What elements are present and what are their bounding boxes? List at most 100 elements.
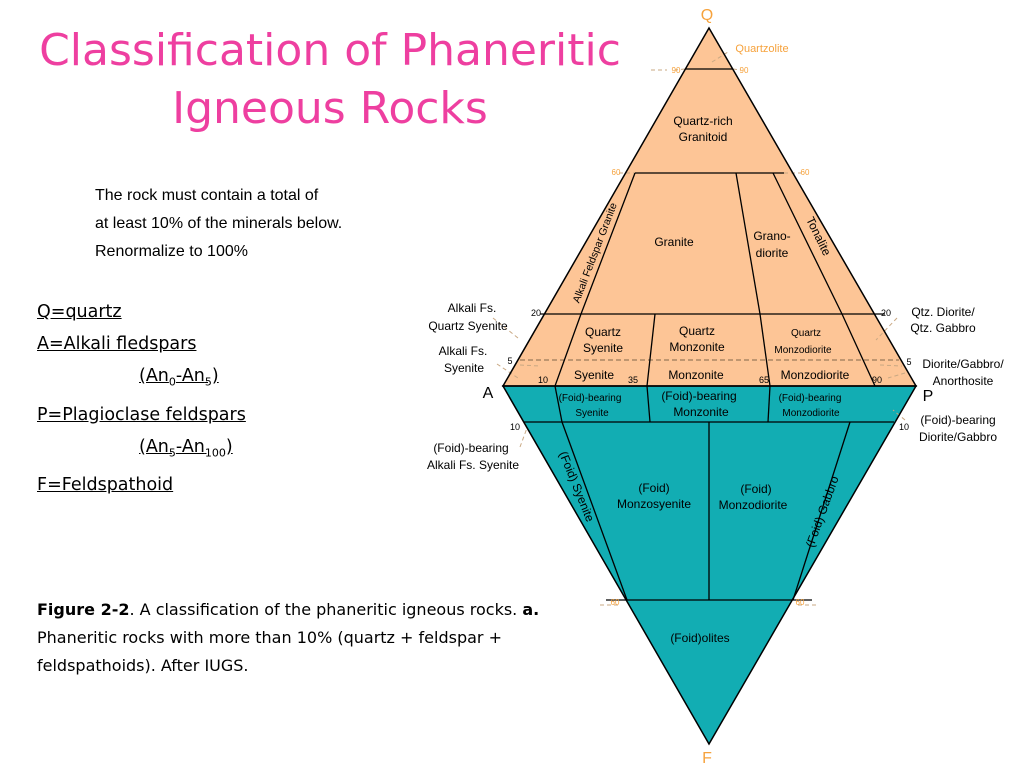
label-alkali-fs-syenite-2: Syenite: [444, 361, 484, 375]
an-close: ): [211, 366, 219, 386]
pointer-line: [492, 317, 519, 339]
apf-outline: [501, 385, 918, 746]
field-fb-syenite-1: (Foid)-bearing: [559, 393, 622, 404]
field-monzonite: Monzonite: [668, 368, 724, 382]
legend-plagioclase-an-range: (An5-An100): [37, 431, 246, 470]
field-quartz-monzodiorite-1: Quartz: [791, 328, 821, 339]
tick-label: 35: [628, 375, 638, 385]
apex-q-label: Q: [701, 7, 713, 24]
boundary-foid-gabbro: [792, 421, 851, 601]
an-dash: -An: [175, 366, 205, 386]
field-quartz-syenite-2: Syenite: [583, 341, 623, 355]
field-quartz-syenite-1: Quartz: [585, 325, 621, 339]
label-alkali-fs-quartz-syenite-1: Alkali Fs.: [448, 301, 497, 315]
an-close: ): [225, 436, 233, 457]
field-syenite: Syenite: [574, 368, 614, 382]
caption-figure-label: Figure 2-2: [37, 600, 130, 619]
boundary-granodiorite: [735, 172, 761, 315]
pointer-line: [519, 427, 528, 448]
pointer-line: [496, 363, 519, 379]
tick-label: 60: [796, 598, 805, 607]
caption-part-text: Phaneritic rocks with more than 10% (qua…: [37, 628, 502, 675]
pointer-line: [875, 317, 898, 341]
intro-text: The rock must contain a total of at leas…: [95, 182, 342, 266]
tick-label: 90: [672, 66, 681, 75]
label-alkali-fs-syenite-1: Alkali Fs.: [439, 344, 488, 358]
field-foid-monzodiorite-2: Monzodiorite: [719, 498, 788, 512]
title-line-1: Classification of Phaneritic: [39, 25, 621, 76]
boundary-fb-monzonite: [646, 385, 651, 423]
tick-label: 10: [538, 375, 548, 385]
tick-label: 90: [740, 66, 749, 75]
figure-caption: Figure 2-2. A classification of the phan…: [37, 596, 577, 680]
intro-line-1: The rock must contain a total of: [95, 187, 319, 204]
tick-label: 20: [881, 308, 891, 318]
field-quartzolite: Quartzolite: [735, 43, 788, 55]
tick-line: [674, 68, 686, 71]
field-foid-monzosyenite-1: (Foid): [638, 481, 669, 495]
tick-line: [519, 364, 541, 367]
an-sub-high: 5: [204, 375, 212, 389]
label-diorite-gabbro-anorthosite-2: Anorthosite: [933, 374, 994, 388]
tick-label: 20: [531, 308, 541, 318]
field-granite: Granite: [654, 235, 694, 249]
an-prefix: (An: [139, 436, 169, 457]
legend-plagioclase: P=Plagioclase feldspars: [37, 404, 246, 425]
qap-triangle: [503, 28, 916, 386]
field-fb-monzonite-2: Monzonite: [673, 405, 729, 419]
pointer-line: [887, 372, 906, 379]
tick-labels: 90 90 60 60 60 60: [611, 66, 810, 607]
title-line-2: Igneous Rocks: [172, 83, 488, 134]
mineral-legend: Q=quartz A=Alkali fledspars (An0-An5) P=…: [37, 296, 246, 501]
field-foidolites: (Foid)olites: [670, 631, 729, 645]
tick-label: 5: [906, 357, 911, 367]
tick-label: 10: [510, 422, 520, 432]
field-quartz-monzonite-1: Quartz: [679, 324, 715, 338]
intro-line-3: Renormalize to 100%: [95, 243, 248, 260]
field-monzodiorite: Monzodiorite: [781, 368, 850, 382]
boundary-alkali-granite: [580, 172, 636, 315]
boundary-65: [759, 313, 771, 387]
caption-part-label: a.: [522, 600, 540, 619]
tick-labels-dark: 20 20 5 5 10 35 65 90 10 10: [507, 308, 911, 432]
field-fb-monzonite-1: (Foid)-bearing: [661, 389, 736, 403]
label-fb-alkali-fs-syenite-2: Alkali Fs. Syenite: [427, 458, 519, 472]
boundary-syenite-10: [554, 313, 582, 387]
field-foid-monzodiorite-1: (Foid): [740, 482, 771, 496]
label-fb-diorite-gabbro-2: Diorite/Gabbro: [919, 430, 997, 444]
pointer-line: [711, 51, 729, 63]
label-qtz-diorite-2: Qtz. Gabbro: [910, 321, 976, 335]
legend-quartz: Q=quartz: [37, 302, 122, 322]
an-dash: -An: [175, 436, 205, 457]
label-alkali-fs-quartz-syenite-2: Quartz Syenite: [428, 319, 508, 333]
label-fb-diorite-gabbro-1: (Foid)-bearing: [920, 413, 995, 427]
boundary-fb-syenite: [554, 385, 563, 423]
an-sub-high: 100: [204, 446, 226, 459]
apex-p-label: P: [923, 388, 934, 405]
field-fb-syenite-2: Syenite: [575, 408, 609, 419]
tick-line: [879, 364, 903, 367]
an-prefix: (An: [139, 366, 169, 386]
an-sub-low: 0: [168, 375, 176, 389]
legend-alkali-feldspar: A=Alkali fledspars: [37, 334, 197, 354]
tick-label: 60: [611, 598, 620, 607]
apex-f-label: F: [702, 750, 712, 767]
label-diorite-gabbro-anorthosite-1: Diorite/Gabbro/: [922, 357, 1004, 371]
tick-label: 65: [759, 375, 769, 385]
field-quartz-monzodiorite-2: Monzodiorite: [774, 345, 832, 356]
legend-feldspathoid: F=Feldspathoid: [37, 475, 174, 495]
field-foid-monzosyenite-2: Monzosyenite: [617, 497, 691, 511]
field-granodiorite-1: Grano-: [753, 229, 790, 243]
boundary-foid-syenite: [561, 421, 628, 601]
field-granodiorite-2: diorite: [756, 246, 789, 260]
boundary-fb-monzodiorite: [767, 385, 771, 423]
an-sub-low: 5: [168, 446, 176, 459]
boundary-90-lower: [841, 313, 876, 387]
tick-label: 60: [801, 168, 810, 177]
caption-figure-text: . A classification of the phaneritic ign…: [129, 600, 523, 619]
outside-labels: Alkali Fs. Quartz Syenite Alkali Fs. Sye…: [427, 301, 1004, 472]
label-fb-alkali-fs-syenite-1: (Foid)-bearing: [433, 441, 508, 455]
field-fb-monzodiorite-2: Monzodiorite: [782, 408, 840, 419]
field-quartz-rich-1: Quartz-rich: [673, 114, 732, 128]
